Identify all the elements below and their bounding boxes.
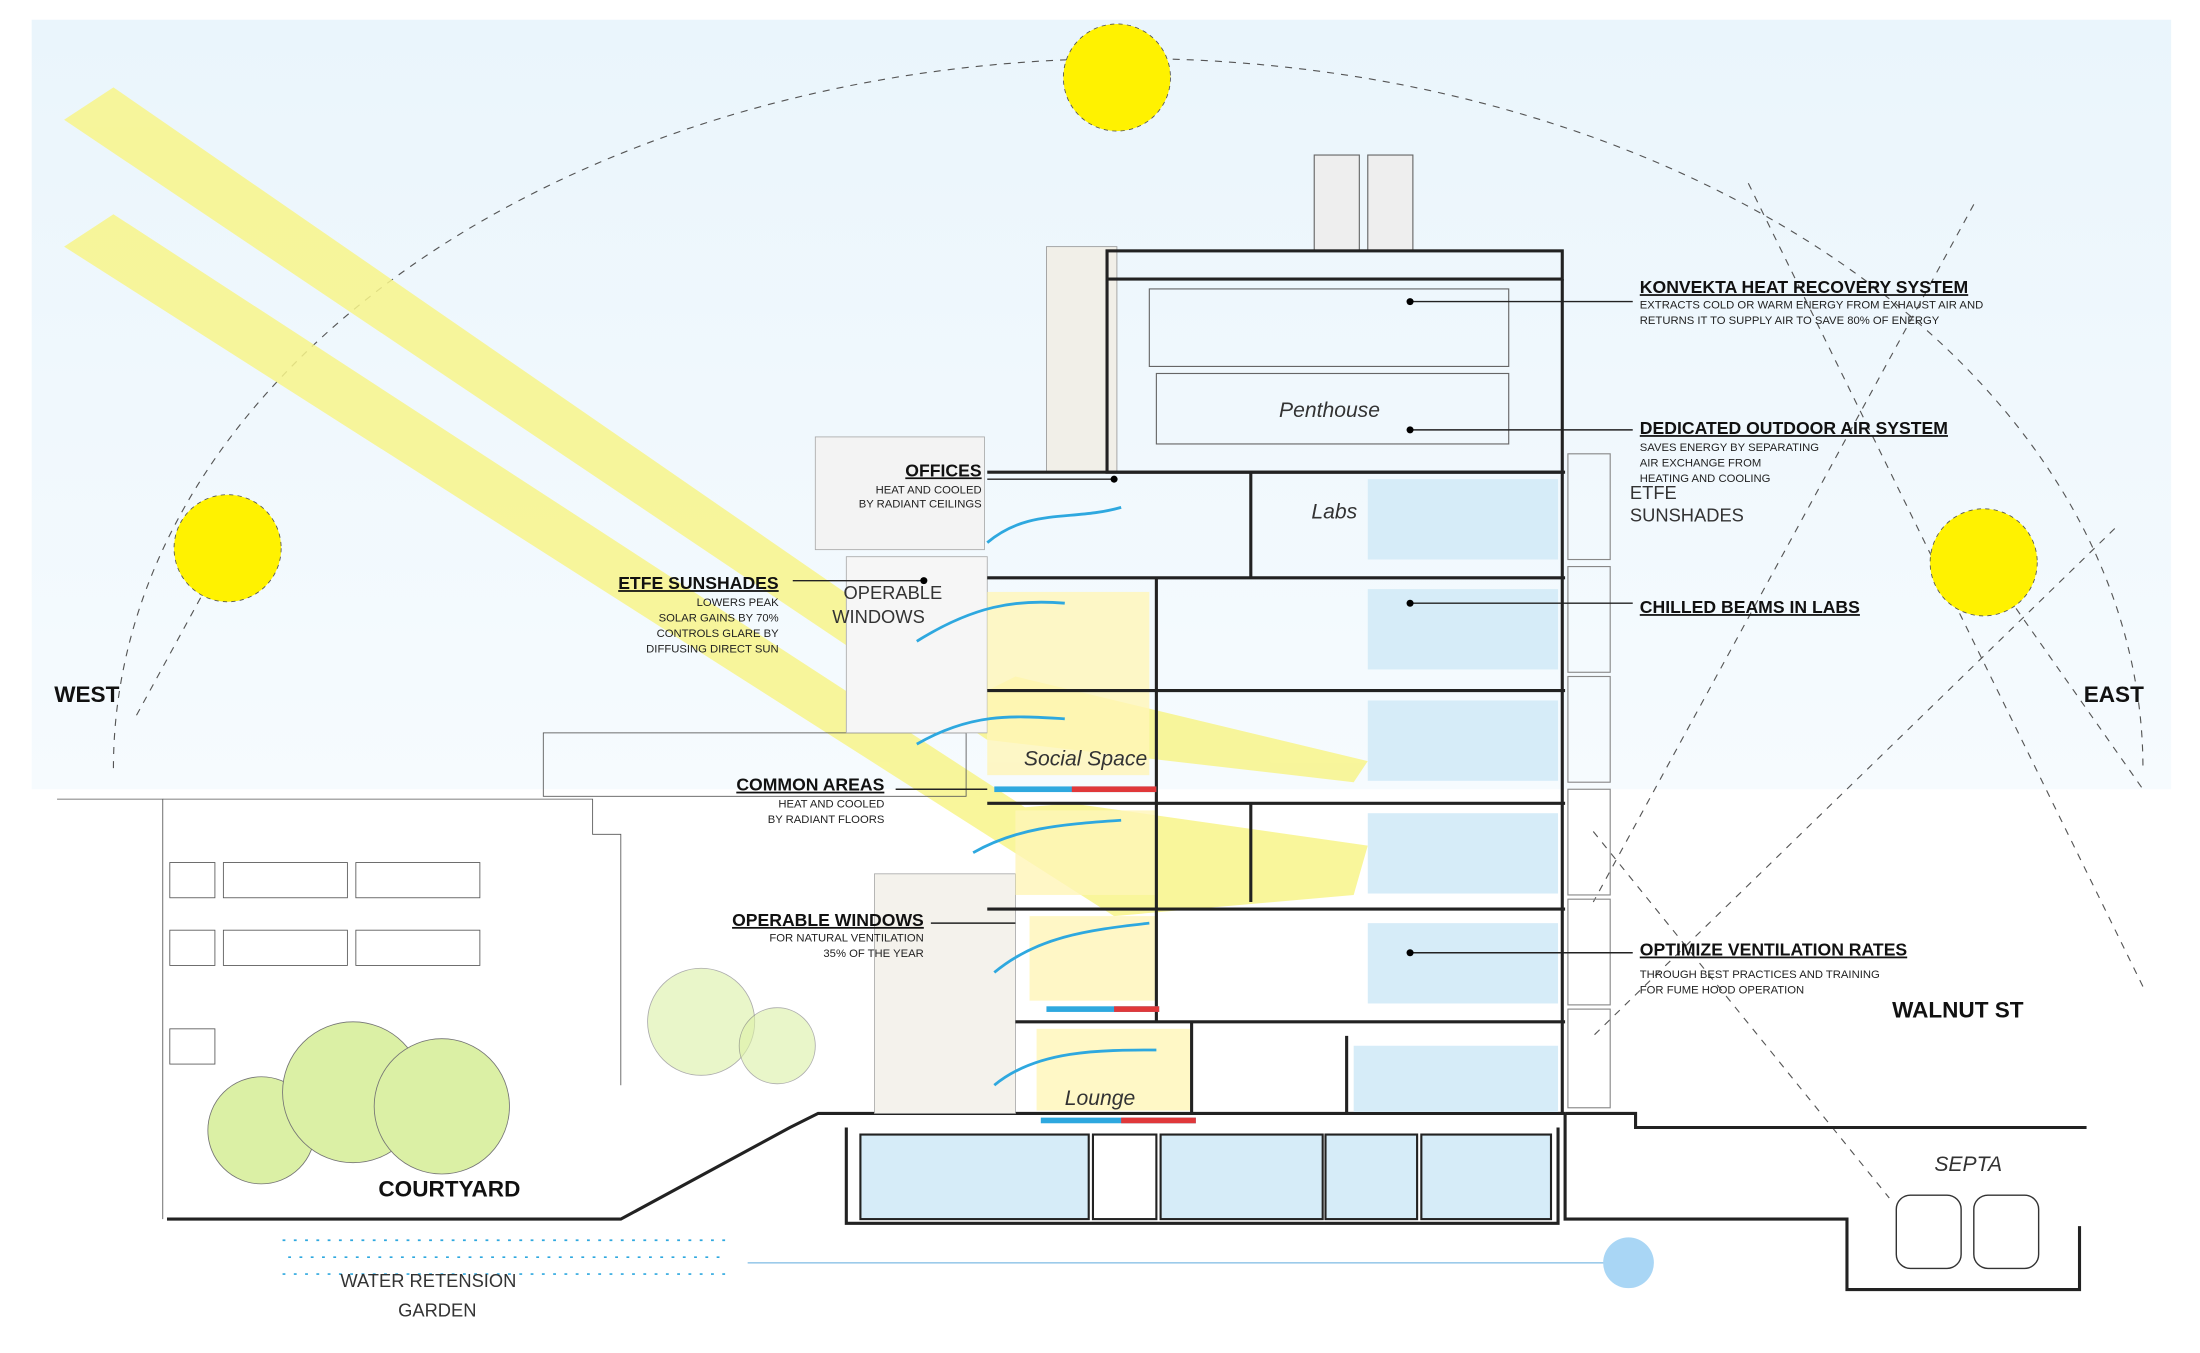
svg-text:BY RADIANT CEILINGS: BY RADIANT CEILINGS — [859, 498, 982, 510]
svg-text:ETFE SUNSHADES: ETFE SUNSHADES — [618, 573, 779, 593]
septa-trains — [1895, 1194, 2040, 1270]
trees — [207, 967, 816, 1185]
svg-text:OPTIMIZE VENTILATION RATES: OPTIMIZE VENTILATION RATES — [1640, 940, 1908, 960]
svg-text:SOLAR GAINS BY 70%: SOLAR GAINS BY 70% — [659, 613, 779, 625]
radiant-floor-bars — [994, 786, 1196, 1124]
svg-text:COMMON AREAS: COMMON AREAS — [736, 775, 884, 795]
svg-text:35% OF THE YEAR: 35% OF THE YEAR — [823, 948, 923, 960]
callout-konvekta: KONVEKTA HEAT RECOVERY SYSTEM EXTRACTS C… — [1640, 277, 1983, 327]
label-east: EAST — [2084, 682, 2144, 707]
svg-text:HEAT AND COOLED: HEAT AND COOLED — [876, 484, 982, 496]
svg-text:CHILLED BEAMS IN LABS: CHILLED BEAMS IN LABS — [1640, 597, 1860, 617]
callout-etfe-sunshades: ETFE SUNSHADES LOWERS PEAK SOLAR GAINS B… — [618, 573, 779, 655]
room-lounge: Lounge — [1065, 1087, 1136, 1110]
neighbor-building — [57, 732, 967, 1220]
label-water-garden: WATER RETENSION — [340, 1270, 516, 1291]
svg-text:LOWERS PEAK: LOWERS PEAK — [697, 597, 779, 609]
label-courtyard: COURTYARD — [378, 1177, 520, 1202]
facade-label: SUNSHADES — [1630, 504, 1744, 525]
sun-icon-east — [1929, 508, 2038, 617]
airflow-arrows — [916, 506, 1157, 1087]
callout-leaders — [792, 298, 1633, 957]
callout-ventilation-rates: OPTIMIZE VENTILATION RATES THROUGH BEST … — [1640, 940, 1908, 997]
callout-operable-windows: OPERABLE WINDOWS FOR NATURAL VENTILATION… — [732, 910, 924, 960]
svg-text:RETURNS IT TO SUPPLY AIR TO SA: RETURNS IT TO SUPPLY AIR TO SAVE 80% OF … — [1640, 315, 1940, 327]
label-walnut-st: WALNUT ST — [1892, 998, 2024, 1023]
sun-path-arc — [112, 57, 2144, 769]
facade-label: ETFE — [1630, 482, 1677, 503]
svg-text:BY RADIANT FLOORS: BY RADIANT FLOORS — [768, 814, 885, 826]
building — [814, 154, 1611, 1124]
svg-text:FOR NATURAL VENTILATION: FOR NATURAL VENTILATION — [769, 932, 923, 944]
svg-text:CONTROLS GLARE BY: CONTROLS GLARE BY — [657, 628, 780, 640]
callout-doas: DEDICATED OUTDOOR AIR SYSTEM SAVES ENERG… — [1640, 418, 1948, 485]
callout-offices: OFFICES HEAT AND COOLED BY RADIANT CEILI… — [859, 460, 982, 510]
svg-text:EXTRACTS COLD OR WARM ENERGY F: EXTRACTS COLD OR WARM ENERGY FROM EXHAUS… — [1640, 300, 1983, 312]
ground-line — [166, 1111, 2087, 1292]
svg-text:HEATING AND COOLING: HEATING AND COOLING — [1640, 473, 1771, 485]
label-west: WEST — [54, 682, 119, 707]
callout-chilled-beams: CHILLED BEAMS IN LABS — [1640, 597, 1860, 617]
facade-label: WINDOWS — [832, 606, 925, 627]
cistern-icon — [1603, 1237, 1654, 1289]
svg-text:DEDICATED OUTDOOR AIR SYSTEM: DEDICATED OUTDOOR AIR SYSTEM — [1640, 418, 1948, 438]
label-water-garden: GARDEN — [398, 1299, 476, 1320]
svg-text:KONVEKTA HEAT RECOVERY SYSTEM: KONVEKTA HEAT RECOVERY SYSTEM — [1640, 277, 1968, 297]
sun-icon-west — [173, 494, 282, 603]
facade-label: OPERABLE — [843, 582, 942, 603]
svg-text:THROUGH BEST PRACTICES AND TRA: THROUGH BEST PRACTICES AND TRAINING — [1640, 969, 1880, 981]
svg-text:SAVES ENERGY BY SEPARATING: SAVES ENERGY BY SEPARATING — [1640, 442, 1819, 454]
svg-text:HEAT AND COOLED: HEAT AND COOLED — [778, 799, 884, 811]
callout-common-areas: COMMON AREAS HEAT AND COOLED BY RADIANT … — [736, 775, 884, 826]
label-septa: SEPTA — [1934, 1153, 2002, 1176]
room-penthouse: Penthouse — [1279, 399, 1380, 422]
svg-text:FOR FUME HOOD OPERATION: FOR FUME HOOD OPERATION — [1640, 985, 1804, 997]
svg-text:DIFFUSING DIRECT SUN: DIFFUSING DIRECT SUN — [646, 644, 778, 656]
basement-labs — [859, 1133, 1553, 1221]
room-social-space: Social Space — [1024, 747, 1147, 770]
room-labs: Labs — [1311, 501, 1357, 524]
svg-text:AIR EXCHANGE FROM: AIR EXCHANGE FROM — [1640, 458, 1761, 470]
sun-icon-noon — [1062, 23, 1171, 132]
svg-text:OPERABLE WINDOWS: OPERABLE WINDOWS — [732, 910, 924, 930]
svg-text:OFFICES: OFFICES — [905, 460, 982, 480]
